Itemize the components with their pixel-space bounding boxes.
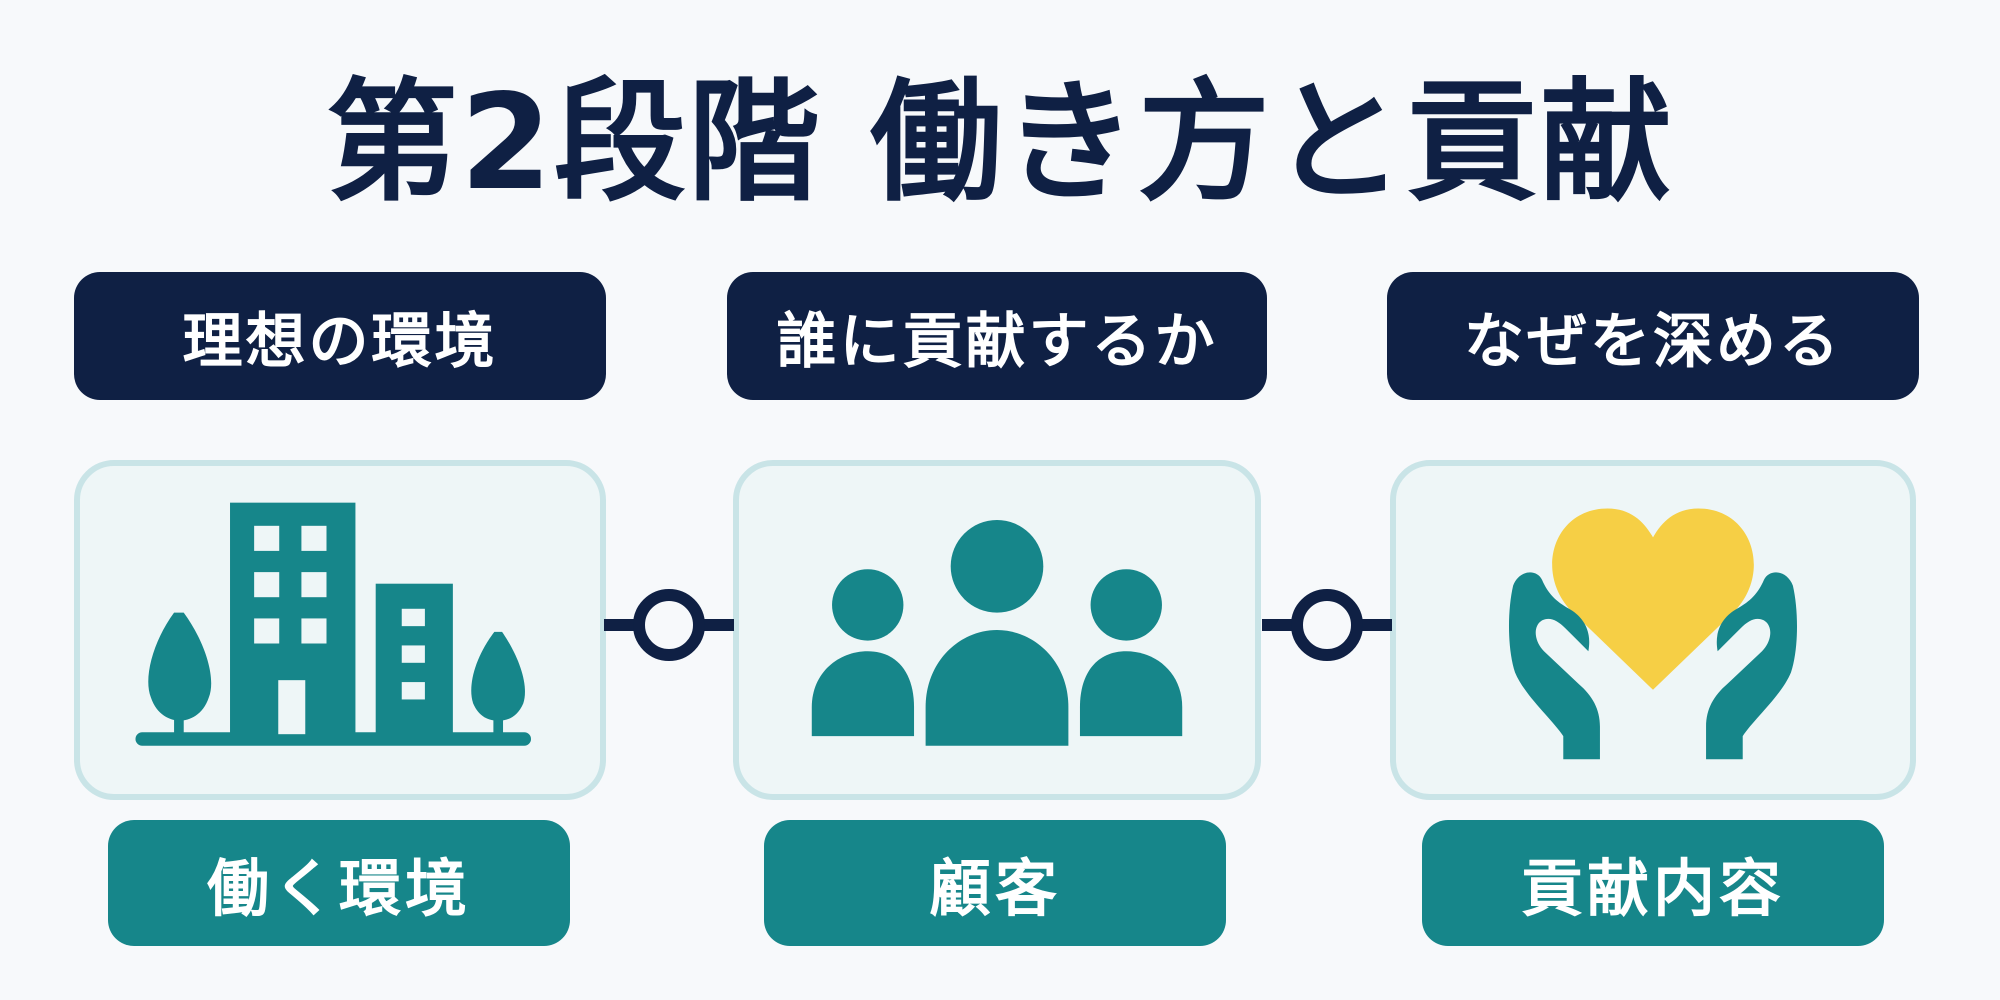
card-customer bbox=[733, 460, 1261, 800]
question-label-contribution-target: 誰に貢献するか bbox=[727, 272, 1267, 400]
building-trees-icon bbox=[135, 502, 532, 746]
page-title: 第2段階 働き方と貢献 bbox=[326, 66, 1674, 220]
label-contribution-content: 貢献内容 bbox=[1422, 820, 1884, 946]
label-customer: 顧客 bbox=[764, 820, 1226, 946]
card-contribution bbox=[1390, 460, 1916, 800]
connector-1-2 bbox=[604, 589, 734, 661]
label-work-environment: 働く環境 bbox=[108, 820, 570, 946]
card-work-environment bbox=[74, 460, 606, 800]
hands-heart-icon bbox=[1508, 508, 1798, 760]
people-group-icon bbox=[811, 520, 1183, 746]
heart-icon bbox=[1552, 508, 1754, 690]
question-label-environment: 理想の環境 bbox=[74, 272, 606, 400]
connector-2-3 bbox=[1262, 589, 1392, 661]
question-label-deepen-why: なぜを深める bbox=[1387, 272, 1919, 400]
